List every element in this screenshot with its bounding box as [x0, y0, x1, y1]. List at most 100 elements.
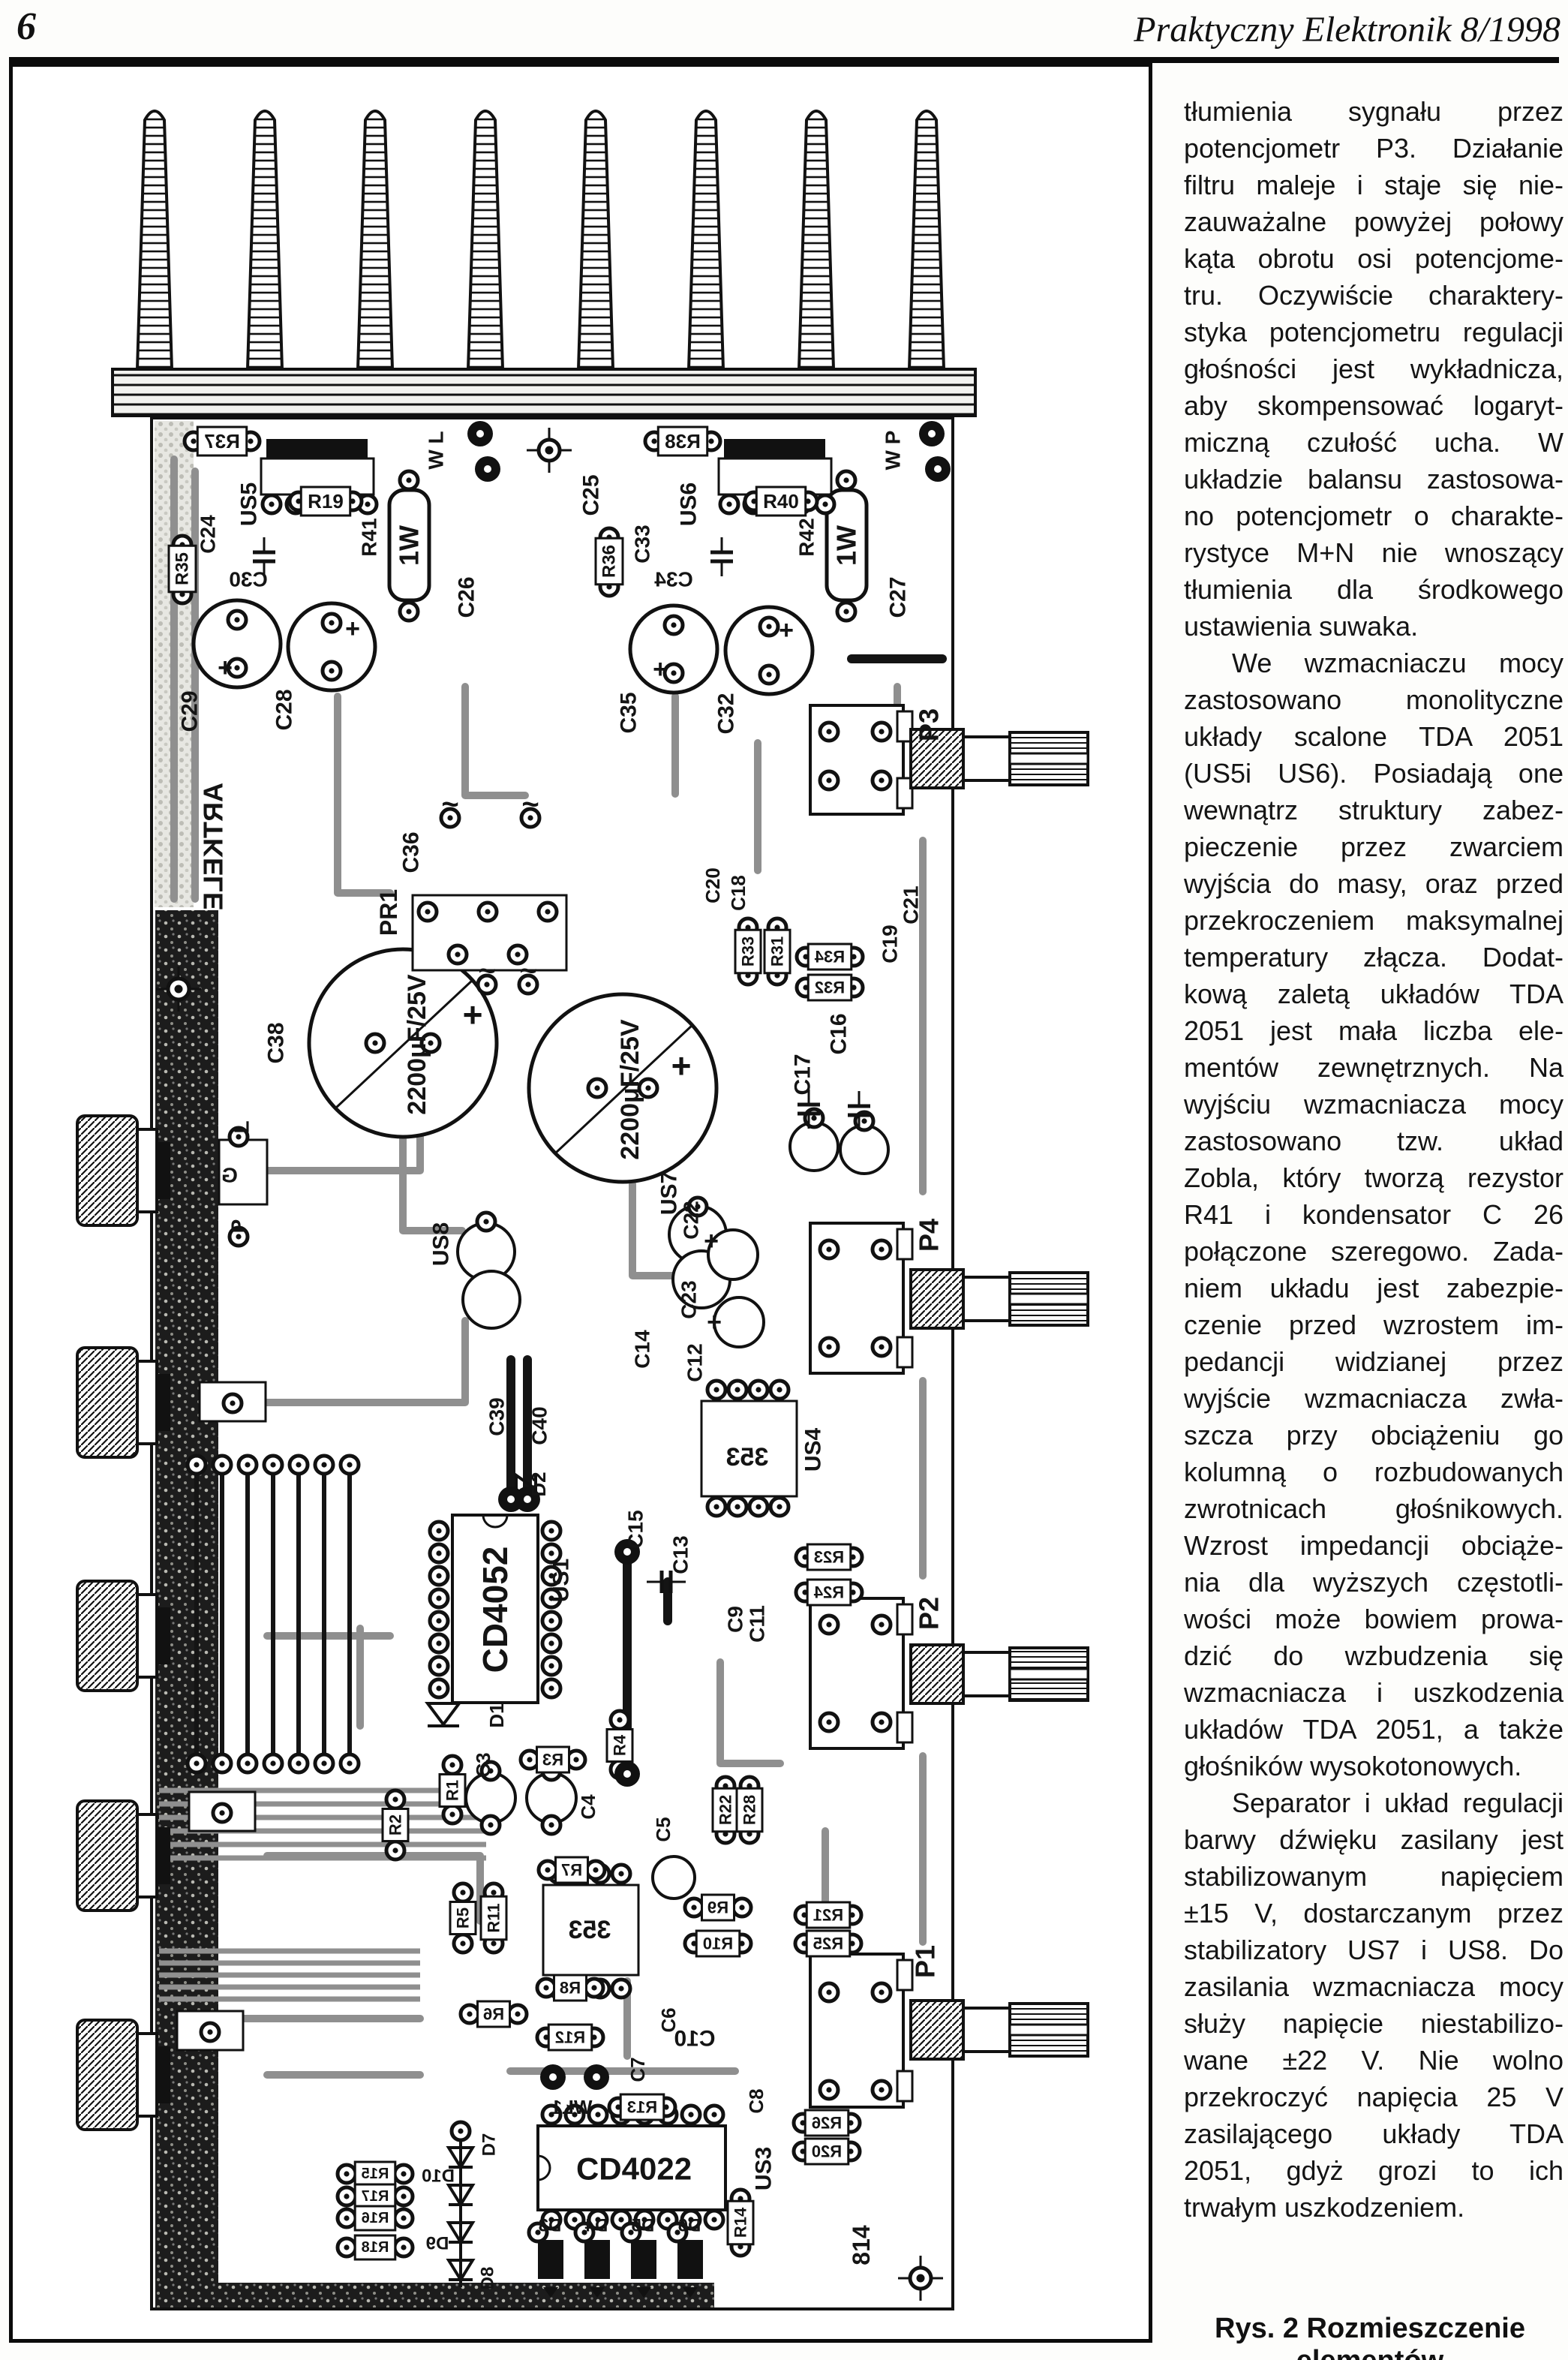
ic-us2-353	[542, 1883, 640, 1977]
article-line: przekroczeniem maksymalnej	[1184, 905, 1563, 936]
heatsink-fins	[135, 110, 946, 371]
pcb-label-R9: R9	[707, 1899, 728, 1917]
pot-bushing	[909, 1999, 965, 2061]
pcb-label-R1: R1	[443, 1780, 462, 1801]
page-number: 6	[17, 5, 36, 48]
component-outline-R5	[449, 1900, 477, 1936]
pcb-label-D5: D5	[632, 2216, 655, 2236]
bottom-dark-band	[155, 2283, 714, 2307]
pcb-label-+: +	[704, 1227, 719, 1255]
component-outline-R21	[805, 1901, 852, 1929]
pcb-label-R3: R3	[542, 1751, 563, 1769]
component-outline-R20	[804, 2137, 850, 2166]
component-outline-R36	[594, 537, 624, 586]
pcb-label-C33: C33	[631, 525, 654, 563]
pcb-label-C7: C7	[626, 2057, 649, 2082]
article-line: układy scalone TDA 2051	[1184, 721, 1563, 752]
pcb-label-+: +	[463, 995, 483, 1034]
pcb-label-US3: US3	[752, 2147, 776, 2190]
article-line: mentów zewnętrznych. Na	[1184, 1052, 1563, 1083]
component-outline-R19	[299, 486, 352, 517]
article-line: trwałym uszkodzeniem.	[1184, 2192, 1465, 2223]
article-line: czenie przed wzrostem im-	[1184, 1309, 1563, 1340]
article-line: wyjście wzmacniacza zwła-	[1184, 1383, 1563, 1414]
article-line: wyjścia do masy, oraz przed	[1184, 868, 1563, 899]
small-electrolytics	[456, 1121, 890, 1900]
pot-shaft	[962, 735, 1011, 782]
article-line: R41 i kondensator C 26	[1184, 1199, 1563, 1230]
component-outline-R37	[196, 425, 248, 457]
capacitor-symbol	[798, 1090, 820, 1129]
pcb-label-R17: R17	[362, 2188, 389, 2205]
pcb-label-~: ~	[521, 788, 539, 821]
heatsink-base	[111, 368, 977, 417]
pcb-label-C8: C8	[745, 2088, 767, 2113]
article-line: stabilizatory US7 i US8. Do	[1184, 1935, 1563, 1965]
big-capacitor-2	[527, 992, 719, 1184]
article-line: wyjściu wzmacniacza mocy	[1184, 1089, 1563, 1120]
article-line: nia dla wyższych częstotli-	[1184, 1567, 1563, 1598]
capacitor-symbol	[710, 537, 733, 576]
pcb-label-+: +	[345, 615, 360, 643]
article-line: układzie balansu zastosowa-	[1184, 464, 1563, 495]
article-line: Zobla, który tworzą rezystor	[1184, 1162, 1563, 1193]
component-outline-R31	[763, 928, 792, 975]
component-outline-R2	[381, 1807, 410, 1843]
selector-trace-comb	[159, 1465, 486, 2002]
component-outline-R38	[656, 425, 709, 457]
pcb-label-P: P	[227, 1219, 251, 1234]
article-line: ±15 V, dostarczanym przez	[1184, 1898, 1563, 1929]
solder-blobs	[467, 421, 951, 2090]
component-outline-R18	[353, 2234, 397, 2261]
article-line: zasilania wzmacniacza mocy	[1184, 1971, 1563, 2002]
diodes-d3-d6	[538, 2240, 703, 2298]
pot-shaft	[962, 1651, 1011, 1697]
pcb-label-C32: C32	[714, 693, 739, 734]
pcb-label-R41: R41	[358, 518, 381, 556]
pcb-label-2200μF/25V: 2200μF/25V	[616, 1019, 644, 1159]
article-line: tru. Oczywiście charaktery-	[1184, 280, 1563, 311]
pcb-label-814: 814	[848, 2225, 875, 2265]
pcb-label-D4: D4	[584, 2216, 608, 2236]
ic-us1-cd4052	[451, 1514, 539, 1704]
component-outline-R13	[619, 2093, 665, 2121]
input-jacks	[76, 1114, 170, 2131]
component-outline-R26	[804, 2109, 850, 2137]
pcb-label-C5: C5	[652, 1817, 674, 1841]
pcb-label-R34: R34	[814, 948, 845, 967]
pcb-label-R18: R18	[362, 2239, 389, 2256]
article-line: wzmacniacza i uszkodzenia	[1184, 1677, 1563, 1708]
article-line: potencjometr P3. Działanie	[1184, 133, 1563, 164]
pcb-label-R22: R22	[716, 1795, 735, 1825]
pot-shaft	[962, 1276, 1011, 1322]
potentiometer-p3	[809, 704, 1089, 816]
pot-shaft-slot	[1008, 752, 1089, 765]
pcb-label-C23: C23	[677, 1280, 701, 1318]
magazine-title: Praktyczny Elektronik 8/1998	[1134, 10, 1560, 50]
component-outline-R9	[700, 1893, 736, 1922]
pcb-label-+: +	[218, 654, 233, 682]
article-line: Separator i układ regulacji	[1232, 1787, 1563, 1818]
pcb-label-D8: D8	[478, 2267, 498, 2290]
article-line: ustawienia suwaka.	[1184, 611, 1419, 642]
pcb-label-C19: C19	[879, 924, 902, 963]
article-line: zauważalne powyżej połowy	[1184, 206, 1563, 237]
pcb-label-R35: R35	[173, 552, 193, 585]
pcb-label-+: +	[653, 655, 668, 684]
pcb-label-C35: C35	[617, 692, 641, 733]
rca-jack	[76, 1114, 170, 1227]
pcb-label-R26: R26	[812, 2114, 842, 2133]
pcb-label-C27: C27	[886, 576, 911, 618]
rca-jack	[76, 1346, 170, 1459]
pcb-label-R23: R23	[814, 1548, 844, 1567]
pcb-label-C21: C21	[900, 885, 923, 924]
pcb-label-C40: C40	[528, 1406, 551, 1445]
copper-trace	[399, 1135, 466, 1234]
article-line: aby skompensować logaryt-	[1184, 390, 1563, 421]
pcb-label-R25: R25	[813, 1935, 843, 1953]
pcb-label-P4: P4	[914, 1219, 945, 1252]
header-rule	[9, 57, 1559, 63]
pcb-label-C18: C18	[727, 875, 749, 911]
